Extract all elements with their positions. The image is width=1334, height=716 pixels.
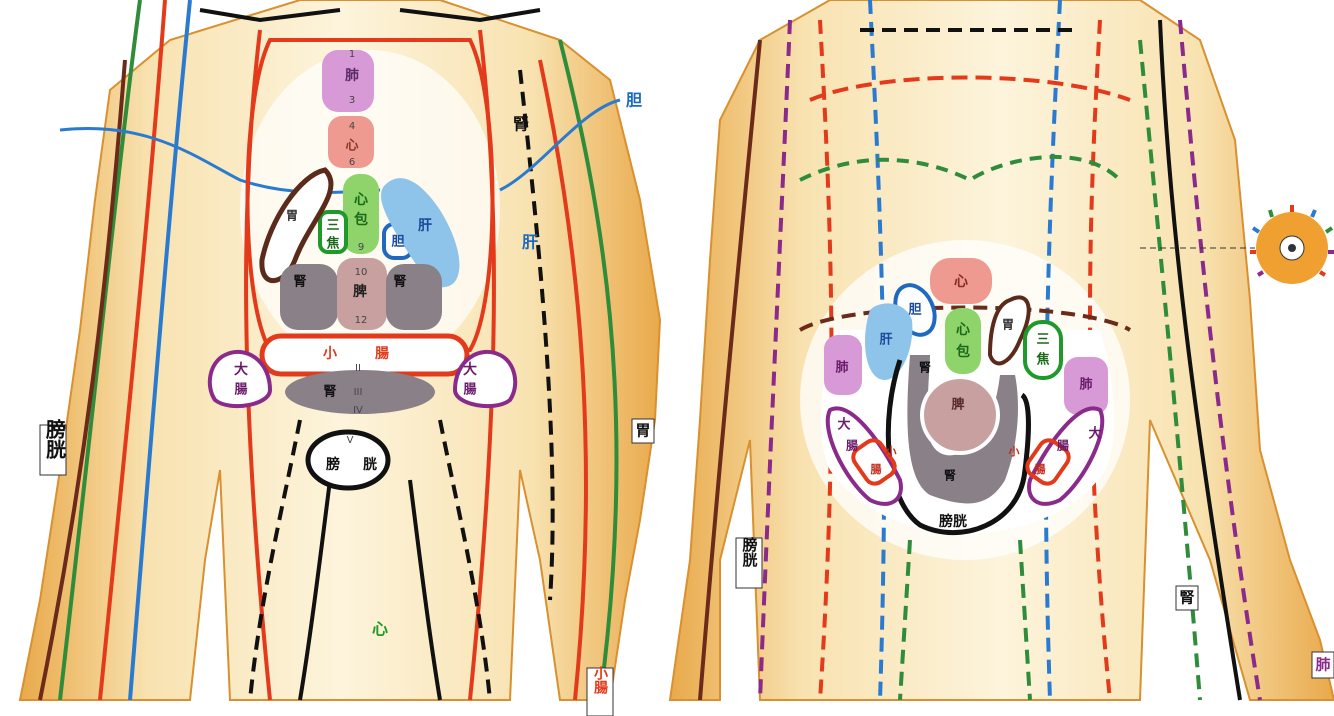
organ-label-large-intestine: 腸 (234, 383, 247, 398)
organ-label-kidney: 腎 (393, 275, 406, 290)
side-label-stomach: 胃 (635, 422, 650, 440)
organ-label-small-intestine: 腸 (1035, 463, 1046, 476)
organ-label-liver: 肝 (418, 218, 432, 234)
vertebra-number: 12 (355, 315, 368, 326)
organ-label-kidney-lower: 腎 (944, 468, 956, 483)
side-label-gallbladder: 胆 (626, 91, 642, 110)
organ-label-large-intestine: 腸 (1057, 439, 1069, 453)
organ-label-bladder: 膀 (325, 456, 340, 473)
front-heart (930, 258, 992, 304)
organ-label-lung: 肺 (835, 360, 848, 376)
organ-label-pericardium: 心 (956, 322, 970, 338)
organ-label-small-intestine: 腸 (375, 345, 389, 362)
side-label-liver: 肝 (522, 233, 538, 252)
back-liver (380, 178, 460, 288)
front-bladder (885, 359, 1031, 536)
back-large-intestine-left (207, 349, 273, 409)
vertebra-number: 10 (355, 267, 368, 278)
front-lung-right (1064, 357, 1108, 415)
organ-label-pericardium: 包 (956, 343, 970, 360)
back-small-intestine (259, 333, 470, 377)
back-lung (322, 50, 374, 112)
side-labels: 膀胱 胆 肝 腎 胃 心 膀胱 小腸 腎 肺 (39, 88, 1334, 716)
vertebra-number: 4 (349, 121, 355, 132)
organ-label-triple-burner: 焦 (1035, 352, 1049, 368)
organ-label-lung: 肺 (1079, 377, 1092, 393)
side-label-heart: 心 (372, 620, 388, 639)
back-triple-burner (318, 210, 348, 254)
organ-label-large-intestine: 大 (234, 361, 248, 378)
vertebra-number: 9 (358, 242, 364, 253)
front-small-intestine-left (851, 438, 897, 486)
back-large-intestine-right (452, 349, 518, 409)
organ-label-kidney: 腎 (919, 360, 931, 375)
side-label-kidney: 腎 (1179, 589, 1194, 607)
organ-label-lung: 肺 (345, 68, 359, 84)
side-label-bladder: 膀胱 (741, 536, 759, 568)
lumbar-numeral: III (354, 387, 363, 398)
organ-label-heart: 心 (345, 139, 358, 154)
back-kidney-left (280, 264, 338, 330)
vertebra-number: 1 (349, 49, 355, 60)
organ-label-kidney: 腎 (293, 275, 306, 290)
organ-label-triple-burner: 焦 (325, 236, 339, 252)
organ-label-spleen: 脾 (951, 397, 964, 413)
back-kidney-lower (285, 370, 435, 414)
organ-label-large-intestine: 大 (1088, 426, 1101, 442)
lumbar-numeral: IV (353, 405, 363, 416)
front-large-intestine-right (1027, 406, 1105, 506)
organ-label-large-intestine: 腸 (463, 383, 476, 398)
front-triple-burner (1023, 320, 1063, 380)
front-stomach (987, 295, 1031, 366)
side-label-bladder: 膀胱 (43, 418, 67, 460)
organ-label-liver: 肝 (879, 333, 892, 348)
back-stomach (259, 167, 334, 284)
organ-label-small-intestine: 腸 (871, 463, 882, 476)
organ-label-kidney-lower: 腎 (323, 385, 336, 400)
vertebra-number: 3 (349, 95, 355, 106)
back-pericardium (343, 174, 379, 254)
organ-label-triple-burner: 三 (1036, 333, 1049, 348)
organ-label-pericardium: 心 (354, 192, 368, 208)
lumbar-numeral: II (355, 363, 361, 374)
front-kidney (907, 355, 1018, 504)
ear-diagram (1140, 205, 1334, 284)
organ-label-large-intestine: 大 (463, 361, 477, 378)
front-lung-left (824, 335, 862, 395)
organ-label-stomach: 胃 (286, 209, 298, 223)
organ-label-small-intestine: 小 (1008, 444, 1020, 458)
organ-label-pericardium: 包 (354, 211, 368, 228)
back-spleen (337, 258, 387, 330)
organ-label-small-intestine: 小 (323, 346, 337, 362)
organ-label-spleen: 脾 (353, 283, 367, 300)
front-pericardium (945, 308, 981, 374)
organ-label-bladder: 胱 (363, 457, 377, 473)
organ-label-large-intestine: 大 (837, 417, 850, 433)
organ-label-gallbladder: 胆 (391, 235, 404, 250)
organ-label-large-intestine: 腸 (846, 439, 858, 453)
back-bladder (305, 429, 391, 491)
organ-label-triple-burner: 三 (326, 219, 339, 234)
back-organs (207, 38, 518, 491)
organ-label-small-intestine: 小 (885, 444, 897, 458)
vertebra-number: 6 (349, 157, 355, 168)
front-spleen (920, 375, 1000, 455)
back-heart (328, 116, 374, 168)
organ-label-gallbladder: 胆 (908, 303, 921, 318)
organ-label-stomach: 胃 (1002, 318, 1014, 332)
front-small-intestine-right (1025, 438, 1071, 486)
organ-label-heart: 心 (954, 274, 968, 290)
side-label-kidney: 腎 (513, 115, 529, 134)
back-kidney-right (386, 264, 442, 330)
side-label-small-intestine: 小腸 (592, 666, 608, 695)
front-organs (820, 258, 1115, 536)
organ-label-bladder: 膀胱 (938, 513, 967, 530)
lumbar-numeral: V (347, 435, 354, 446)
side-label-lung: 肺 (1315, 656, 1330, 674)
